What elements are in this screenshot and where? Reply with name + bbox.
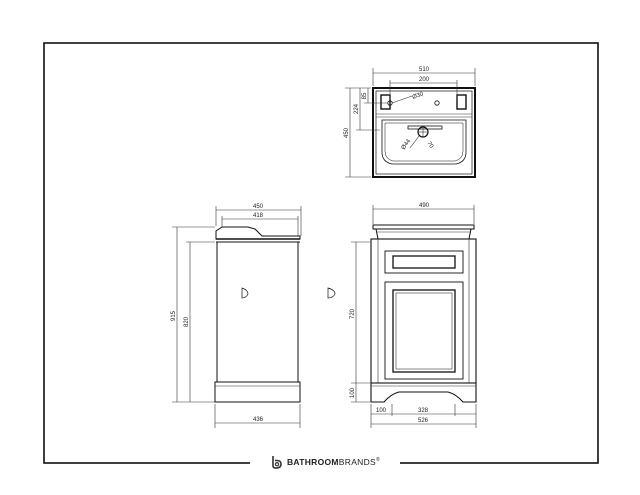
plinth-side-label: 100 (376, 408, 387, 414)
basin-top-view: Ø30 Ø44 70 510 200 450 224 85 (344, 67, 476, 178)
side-basin-depth-label: 418 (253, 213, 264, 219)
brand-name-part1: BATHROOM (286, 457, 339, 467)
overall-height-label: 915 (171, 310, 177, 321)
drawing-frame (43, 42, 599, 464)
brand-name: BATHROOMBRANDS® (287, 457, 380, 467)
brand-name-part2: BRANDS (338, 457, 377, 467)
front-top-width-label: 490 (419, 203, 430, 209)
tap-inset-label: 85 (362, 92, 368, 99)
plinth-height-label: 100 (350, 387, 356, 398)
waste-hole-label: Ø44 (401, 138, 413, 151)
cabinet-height-label: 820 (184, 316, 190, 327)
tap-hole-label: Ø30 (412, 91, 425, 101)
brand-registered-mark: ® (376, 457, 381, 464)
brand-b-icon (272, 456, 282, 469)
basin-depth-label: 450 (344, 127, 350, 138)
waste-offset-label: 70 (425, 141, 434, 150)
plinth-gap-label: 328 (418, 408, 429, 414)
deck-depth-label: 224 (354, 103, 360, 114)
side-base-depth-label: 436 (253, 417, 264, 423)
side-view: 450 418 915 820 436 (171, 204, 302, 428)
front-view: 490 720 100 100 328 526 (350, 203, 477, 428)
tap-spacing-label: 200 (419, 77, 430, 83)
overall-width-label: 526 (418, 418, 429, 424)
door-height-label: 720 (350, 308, 356, 319)
brand-logo-block: BATHROOMBRANDS® (250, 454, 400, 470)
basin-width-label: 510 (419, 67, 430, 73)
door-swing-mark (327, 287, 336, 299)
side-top-depth-label: 450 (253, 204, 264, 210)
